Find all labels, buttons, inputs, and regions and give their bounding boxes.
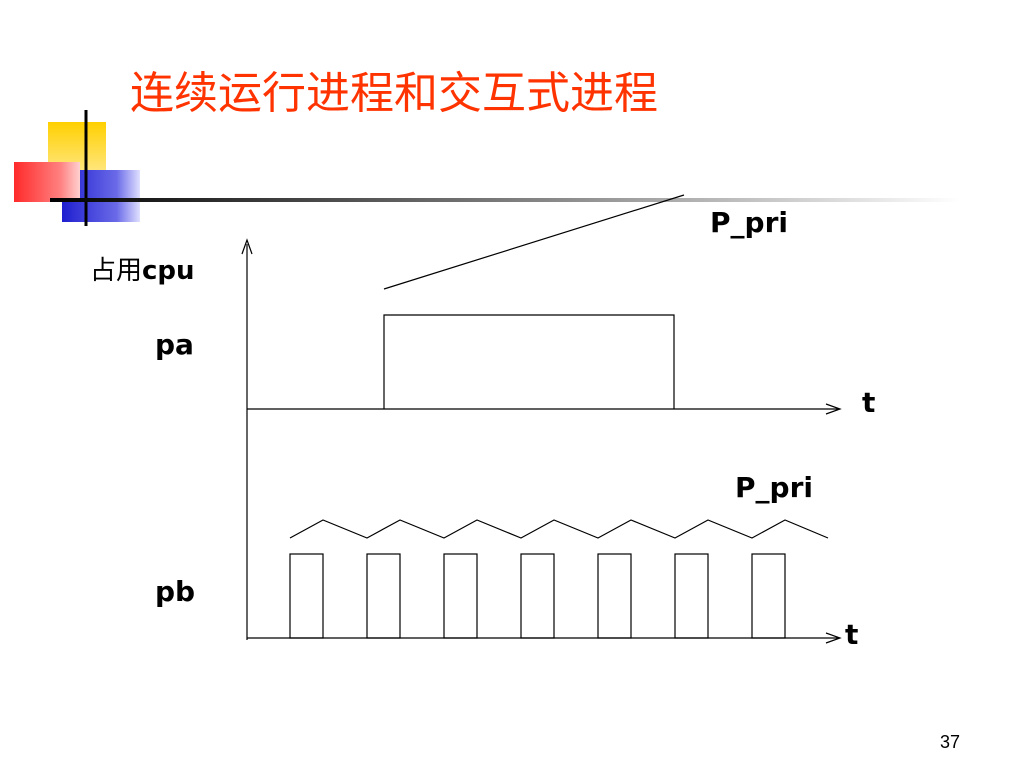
pb-priority-zigzag (289, 519, 829, 539)
pb-pulse (674, 553, 709, 639)
priority-label-bottom: P_pri (735, 471, 813, 504)
deco-red-block (14, 162, 80, 202)
pb-pulse (597, 553, 632, 639)
time-axis-bottom-label: t (845, 618, 859, 651)
pa-cpu-pulse (383, 314, 675, 409)
pb-pulse (520, 553, 555, 639)
title-rule-line (50, 198, 960, 202)
page-number: 37 (940, 732, 961, 752)
pb-pulse (751, 553, 786, 639)
y-axis-label-prefix: 占用 (90, 256, 143, 286)
pb-pulse (366, 553, 401, 639)
process-b-label: pb (155, 575, 196, 608)
time-axis-top-label: t (862, 386, 876, 419)
time-axis-bottom-arrow (825, 632, 842, 644)
slide-title: 连续运行进程和交互式进程 (130, 68, 658, 119)
priority-label-top: P_pri (710, 206, 788, 239)
y-axis-label-suffix: cpu (142, 256, 195, 286)
pb-cpu-pulses (289, 553, 786, 639)
pb-pulse (289, 553, 324, 639)
pa-priority-line (383, 194, 685, 290)
time-axis-top-arrow (825, 403, 842, 415)
y-axis-label: 占用cpu (90, 250, 195, 287)
pb-pulse (443, 553, 478, 639)
process-a-label: pa (155, 328, 194, 361)
y-axis-arrow (241, 238, 253, 255)
